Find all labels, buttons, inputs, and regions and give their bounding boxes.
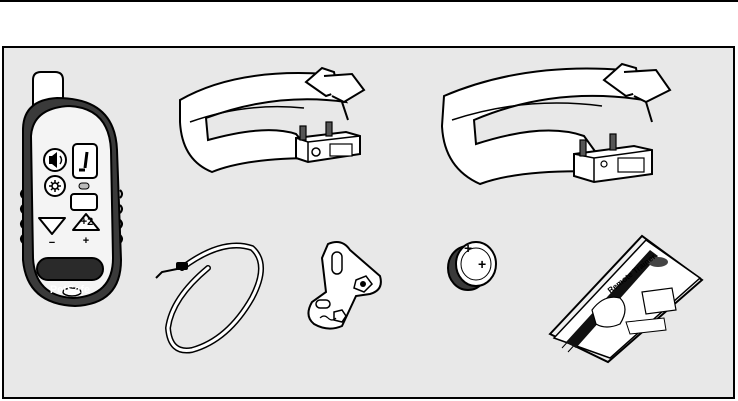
remote-transmitter: +2 − + PetSafe — [17, 70, 129, 310]
battery-face-sign: + — [478, 256, 486, 272]
test-light-tool — [298, 236, 388, 336]
collar-receiver-large — [434, 56, 684, 216]
collar-receiver-small — [176, 62, 376, 192]
battery: + + — [444, 236, 504, 296]
plus-button-label: + — [79, 235, 93, 247]
boost-button-label: +2 — [74, 216, 100, 228]
contents-panel: +2 − + PetSafe — [2, 46, 735, 399]
operating-guide: Remote Trainer — [546, 234, 706, 362]
speaker-button — [44, 149, 66, 171]
lanyard — [152, 228, 282, 358]
remote-logo: PetSafe — [37, 284, 103, 296]
minus-button-label: − — [45, 237, 59, 249]
battery-top-sign: + — [464, 240, 472, 256]
top-rule — [0, 0, 738, 2]
